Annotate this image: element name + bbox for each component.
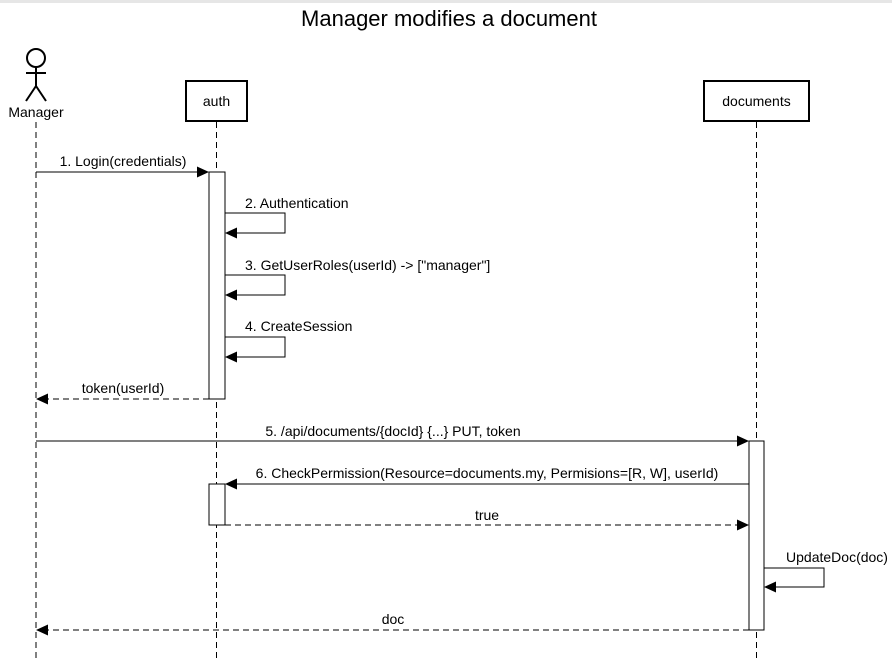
message-label: 1. Login(credentials) [60,153,187,169]
message-label: token(userId) [82,380,164,396]
arrowhead-icon [197,166,209,178]
arrowhead-icon [737,435,749,447]
stick-figure-icon [25,48,47,102]
actor-label: Manager [8,104,64,120]
message-label: 6. CheckPermission(Resource=documents.my… [256,465,719,481]
message-check-permission: 6. CheckPermission(Resource=documents.my… [225,465,749,490]
activation-documents [748,440,765,631]
message-doc-return: doc [36,611,749,636]
activation-auth-check [208,483,226,526]
message-authentication: 2. Authentication [225,195,349,239]
message-label: true [475,507,499,523]
participant-auth: auth [185,80,248,122]
arrowhead-icon [36,624,48,636]
activation-auth-login [208,171,226,400]
message-put-document: 5. /api/documents/{docId} {...} PUT, tok… [36,423,749,447]
message-update-doc: UpdateDoc(doc) [764,549,888,593]
participant-label: documents [722,93,790,109]
arrowhead-icon [225,351,237,363]
message-create-session: 4. CreateSession [225,318,352,363]
participant-label: auth [203,93,230,109]
arrowhead-icon [36,393,48,405]
message-get-user-roles: 3. GetUserRoles(userId) -> ["manager"] [225,257,490,301]
message-label: UpdateDoc(doc) [786,549,888,565]
arrowhead-icon [225,478,237,490]
arrowhead-icon [764,581,776,593]
diagram-title: Manager modifies a document [301,6,597,31]
message-login: 1. Login(credentials) [36,153,209,178]
arrowhead-icon [225,227,237,239]
arrowhead-icon [225,289,237,301]
message-label: doc [382,611,405,627]
message-label: 5. /api/documents/{docId} {...} PUT, tok… [265,423,520,439]
message-true-return: true [225,507,749,531]
message-label: 4. CreateSession [245,318,352,334]
participant-documents: documents [703,80,810,122]
message-token-return: token(userId) [36,380,209,405]
message-label: 2. Authentication [245,195,349,211]
actor-manager: Manager [8,48,64,120]
arrowhead-icon [737,519,749,531]
message-label: 3. GetUserRoles(userId) -> ["manager"] [245,257,490,273]
